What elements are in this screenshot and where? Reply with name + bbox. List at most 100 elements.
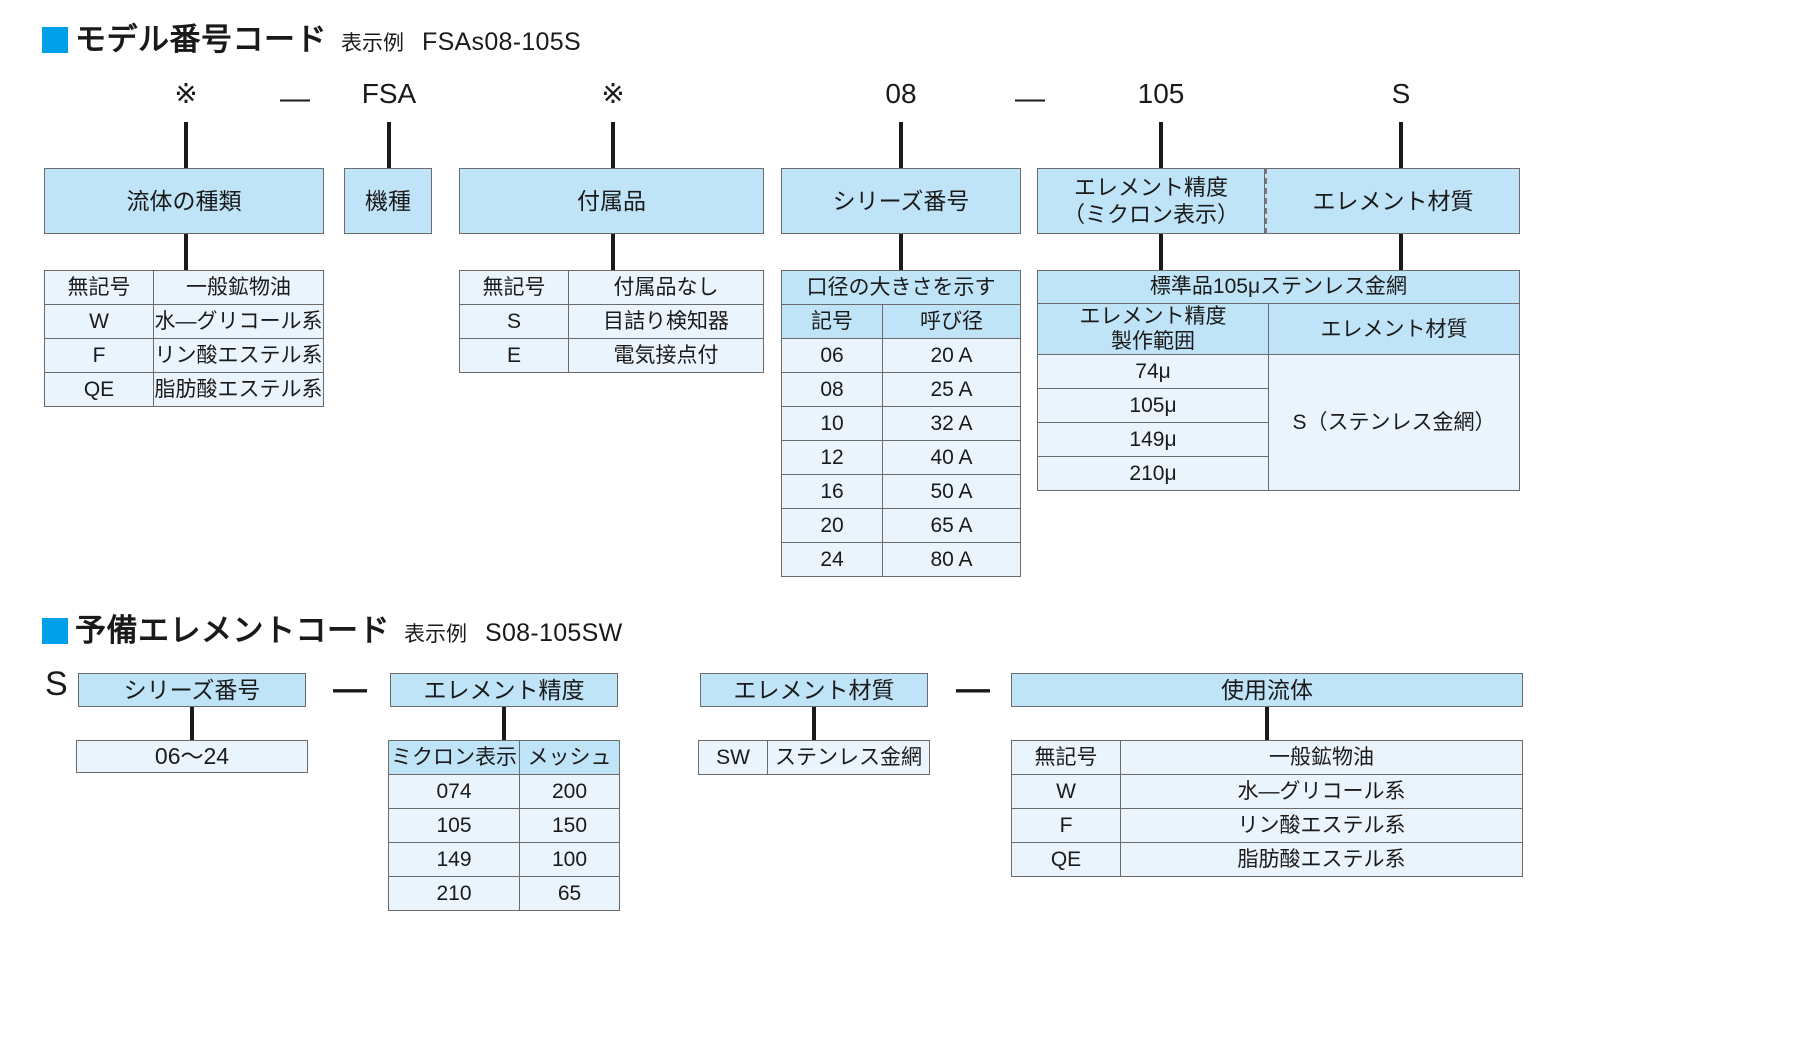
section-title: モデル番号コード bbox=[75, 22, 327, 57]
group-box-accessory: 付属品 bbox=[459, 168, 764, 234]
cell-mesh: 65 bbox=[519, 876, 620, 911]
example-label: 表示例 bbox=[404, 623, 467, 646]
table-row: QE 脂肪酸エステル系 bbox=[1011, 842, 1523, 877]
group-box-fluid-type: 流体の種類 bbox=[44, 168, 324, 234]
cell-mesh: 150 bbox=[519, 808, 620, 843]
cell-micron: 149 bbox=[388, 842, 520, 877]
cell-name: 水—グリコール系 bbox=[1120, 774, 1523, 809]
section-marker-icon bbox=[42, 27, 68, 53]
table-row: 074 200 bbox=[388, 774, 620, 809]
cell-code: 無記号 bbox=[44, 270, 154, 305]
group-box-element-precision: エレメント精度 （ミクロン表示） bbox=[1037, 168, 1265, 234]
table-body: 無記号 付属品なし S 目詰り検知器 E 電気接点付 bbox=[459, 270, 764, 373]
cell-code: E bbox=[459, 338, 569, 373]
cell-diameter: 40 A bbox=[882, 440, 1021, 475]
example-label: 表示例 bbox=[341, 32, 404, 55]
table-row: 105 150 bbox=[388, 808, 620, 843]
table-row: 06 20 A bbox=[781, 338, 1021, 373]
column-header-code: 記号 bbox=[781, 304, 883, 339]
header-line-2: 製作範囲 bbox=[1111, 330, 1195, 354]
cell-name: リン酸エステル系 bbox=[153, 338, 324, 373]
spare-group-box-working-fluid: 使用流体 bbox=[1011, 673, 1523, 707]
cell-material: S（ステンレス金網） bbox=[1268, 354, 1520, 492]
spare-connector-precision bbox=[502, 707, 506, 740]
table-body: ミクロン表示 メッシュ 074 200 105 150 149 100 210 … bbox=[388, 740, 620, 911]
section-heading-model-code: モデル番号コード 表示例 FSAs08-105S bbox=[42, 14, 581, 59]
cell-code: 無記号 bbox=[459, 270, 569, 305]
token-accessory: ※ bbox=[601, 78, 625, 109]
cell-name: 目詰り検知器 bbox=[568, 304, 764, 339]
cell-precision: 149μ bbox=[1037, 422, 1269, 458]
section-marker-icon bbox=[42, 618, 68, 644]
cell-precision: 74μ bbox=[1037, 354, 1269, 390]
table-fluid-type: 無記号 一般鉱物油 W 水—グリコール系 F リン酸エステル系 QE 脂肪酸エス… bbox=[44, 270, 324, 407]
table-row: E 電気接点付 bbox=[459, 338, 764, 373]
cell-diameter: 80 A bbox=[882, 542, 1021, 577]
table-caption-row: 標準品105μステンレス金網 bbox=[1037, 270, 1520, 304]
token-series: 08 bbox=[885, 78, 917, 109]
cell-micron: 210 bbox=[388, 876, 520, 911]
column-header-nominal-diameter: 呼び径 bbox=[882, 304, 1021, 339]
connector-series-top bbox=[899, 122, 903, 168]
table-series-number: 口径の大きさを示す 記号 呼び径 06 20 A 08 25 A 10 32 A… bbox=[781, 270, 1021, 577]
cell-micron: 105 bbox=[388, 808, 520, 843]
cell-name: 付属品なし bbox=[568, 270, 764, 305]
cell-name: 脂肪酸エステル系 bbox=[1120, 842, 1523, 877]
cell-code: QE bbox=[1011, 842, 1121, 877]
table-caption: 標準品105μステンレス金網 bbox=[1037, 270, 1520, 304]
connector-series-bottom bbox=[899, 234, 903, 272]
table-row: SW ステンレス金網 bbox=[698, 740, 930, 775]
example-value: FSAs08-105S bbox=[422, 28, 581, 56]
group-box-series-number: シリーズ番号 bbox=[781, 168, 1021, 234]
token-fluid: ※ bbox=[174, 78, 198, 109]
table-row: 10 32 A bbox=[781, 406, 1021, 441]
cell-name: ステンレス金網 bbox=[767, 740, 930, 775]
table-row: 無記号 一般鉱物油 bbox=[1011, 740, 1523, 775]
connector-fluid-bottom bbox=[184, 234, 188, 272]
table-body: SW ステンレス金網 bbox=[698, 740, 930, 775]
cell-code: W bbox=[44, 304, 154, 339]
spare-group-box-element-material: エレメント材質 bbox=[700, 673, 928, 707]
cell-code: 20 bbox=[781, 508, 883, 543]
table-row: W 水—グリコール系 bbox=[1011, 774, 1523, 809]
section-title: 予備エレメントコード bbox=[75, 613, 390, 648]
cell-name: 電気接点付 bbox=[568, 338, 764, 373]
token-model: FSA bbox=[361, 78, 417, 109]
column-header-micron: ミクロン表示 bbox=[388, 740, 520, 775]
cell-diameter: 20 A bbox=[882, 338, 1021, 373]
cell-diameter: 50 A bbox=[882, 474, 1021, 509]
connector-precision-top bbox=[1159, 122, 1163, 168]
table-row: W 水—グリコール系 bbox=[44, 304, 324, 339]
cell-diameter: 65 A bbox=[882, 508, 1021, 543]
table-caption-row: 口径の大きさを示す bbox=[781, 270, 1021, 305]
table-row: 12 40 A bbox=[781, 440, 1021, 475]
table-element-precision-material: 標準品105μステンレス金網 エレメント精度 製作範囲 エレメント材質 74μ … bbox=[1037, 270, 1520, 492]
table-row: 210μ bbox=[1037, 456, 1520, 492]
group-box-element-precision-line2: （ミクロン表示） bbox=[1062, 202, 1239, 227]
table-header-row: エレメント精度 製作範囲 エレメント材質 bbox=[1037, 302, 1520, 356]
column-header-mesh: メッシュ bbox=[519, 740, 620, 775]
cell-mesh: 100 bbox=[519, 842, 620, 877]
cell-diameter: 25 A bbox=[882, 372, 1021, 407]
table-body: 無記号 一般鉱物油 W 水—グリコール系 F リン酸エステル系 QE 脂肪酸エス… bbox=[1011, 740, 1523, 877]
token-dash-1: — bbox=[280, 82, 310, 115]
spare-connector-material bbox=[812, 707, 816, 740]
header-line-1: エレメント精度 bbox=[1079, 305, 1227, 328]
table-row: QE 脂肪酸エステル系 bbox=[44, 372, 324, 407]
table-row: 08 25 A bbox=[781, 372, 1021, 407]
connector-fluid-top bbox=[184, 122, 188, 168]
spare-group-box-series-number: シリーズ番号 bbox=[78, 673, 306, 707]
cell-code: QE bbox=[44, 372, 154, 407]
cell-code: 16 bbox=[781, 474, 883, 509]
spare-dash-2: — bbox=[956, 670, 990, 708]
group-box-element-precision-line1: エレメント精度 bbox=[1073, 174, 1228, 200]
spare-series-value-box: 06〜24 bbox=[76, 740, 308, 773]
cell-code: 12 bbox=[781, 440, 883, 475]
cell-code: F bbox=[44, 338, 154, 373]
table-body: 無記号 一般鉱物油 W 水—グリコール系 F リン酸エステル系 QE 脂肪酸エス… bbox=[44, 270, 324, 407]
cell-name: リン酸エステル系 bbox=[1120, 808, 1523, 843]
table-spare-fluid: 無記号 一般鉱物油 W 水—グリコール系 F リン酸エステル系 QE 脂肪酸エス… bbox=[1011, 740, 1523, 877]
token-precision: 105 bbox=[1137, 78, 1185, 109]
table-caption: 口径の大きさを示す bbox=[781, 270, 1021, 305]
connector-material-top bbox=[1399, 122, 1403, 168]
